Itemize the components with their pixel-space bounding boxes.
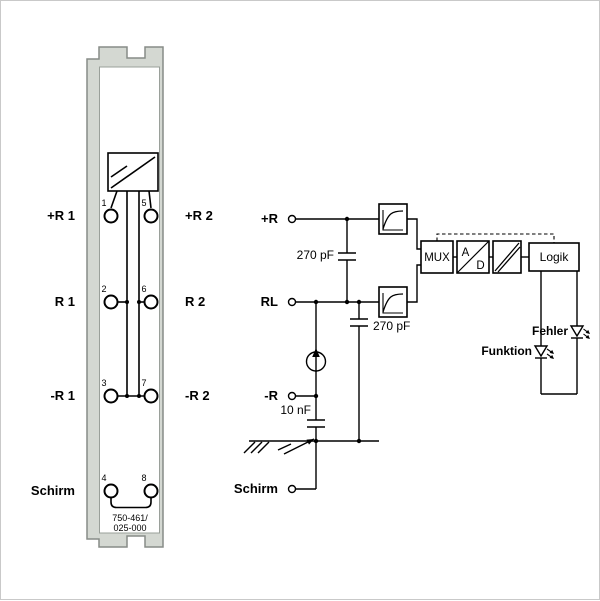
label-r1: R 1: [55, 294, 75, 309]
terminal-contact-2: [103, 294, 119, 310]
capacitor-c2: [350, 318, 368, 327]
mux-block: MUX: [420, 240, 454, 274]
terminal-contact-5: [143, 208, 159, 224]
fehler-led-icon: [569, 271, 590, 394]
port-label-minus-r: -R: [264, 388, 278, 403]
terminal-contact-4: [103, 483, 119, 499]
mux-label: MUX: [424, 252, 450, 264]
part-number-line1: 750-461/: [112, 513, 148, 523]
ground-icon: [243, 441, 270, 454]
funktion-led-icon: [533, 271, 554, 394]
port-plus-r: [287, 214, 297, 224]
logic-block: Logik: [528, 242, 580, 272]
input-filter-block-1: [378, 203, 408, 235]
ad-label-d: D: [476, 260, 484, 272]
filter-axis-icon: [382, 210, 403, 231]
terminal-contact-6: [143, 294, 159, 310]
terminal-contact-7: [143, 388, 159, 404]
port-terminals: [287, 214, 297, 494]
input-filter-block-2: [378, 286, 408, 318]
label-schirm: Schirm: [31, 483, 75, 498]
cap2-value: 270 pF: [373, 319, 410, 333]
junction-dots: [313, 216, 362, 444]
shield-switch-icon: [277, 438, 315, 455]
port-label-plus-r: +R: [261, 211, 279, 226]
label-minus-r2: -R 2: [185, 388, 210, 403]
terminal-contacts: [103, 208, 159, 499]
current-source-icon: [305, 348, 327, 372]
filter-curve-icon: [382, 293, 404, 313]
module-junction-dots: [125, 300, 141, 398]
capacitor-c1: [338, 252, 356, 261]
fehler-led-label: Fehler: [532, 324, 568, 338]
terminal-number: 3: [101, 378, 106, 388]
terminal-number: 1: [101, 198, 106, 208]
label-minus-r1: -R 1: [50, 388, 75, 403]
module-terminal-labels: +R 1 R 1 -R 1 Schirm +R 2 R 2 -R 2: [31, 208, 213, 498]
terminal-contact-3: [103, 388, 119, 404]
port-label-rl: RL: [261, 294, 278, 309]
ad-label-a: A: [462, 247, 470, 259]
port-label-schirm: Schirm: [234, 481, 278, 496]
cap1-value: 270 pF: [297, 248, 334, 262]
port-schirm: [287, 484, 297, 494]
filter-curve-icon: [382, 210, 404, 230]
terminal-number: 6: [141, 284, 146, 294]
io-module: 1 5 2 6 3 7 4 8 750-461/ 025-000: [86, 46, 164, 548]
terminal-contact-1: [103, 208, 119, 224]
terminal-number: 2: [101, 284, 106, 294]
capacitor-c3: [307, 419, 325, 428]
funktion-led-label: Funktion: [481, 344, 532, 358]
control-dashed-line: [436, 233, 555, 243]
cap3-value: 10 nF: [280, 403, 311, 417]
terminal-contact-8: [143, 483, 159, 499]
schematic-wires: [249, 218, 421, 490]
label-plus-r1: +R 1: [47, 208, 75, 223]
terminal-number: 8: [141, 473, 146, 483]
schematic: +R RL -R Schirm: [234, 203, 590, 496]
terminal-number: 7: [141, 378, 146, 388]
label-plus-r2: +R 2: [185, 208, 213, 223]
port-minus-r: [287, 391, 297, 401]
filter-axis-icon: [382, 293, 403, 314]
terminal-number: 4: [101, 473, 106, 483]
label-r2: R 2: [185, 294, 205, 309]
logic-label: Logik: [540, 250, 570, 264]
port-rl: [287, 297, 297, 307]
galvanic-isolation-symbol: [492, 240, 522, 274]
ad-converter-block: A D: [456, 240, 490, 274]
part-number-line2: 025-000: [113, 523, 146, 533]
terminal-number: 5: [141, 198, 146, 208]
isolation-symbol: [107, 152, 159, 192]
